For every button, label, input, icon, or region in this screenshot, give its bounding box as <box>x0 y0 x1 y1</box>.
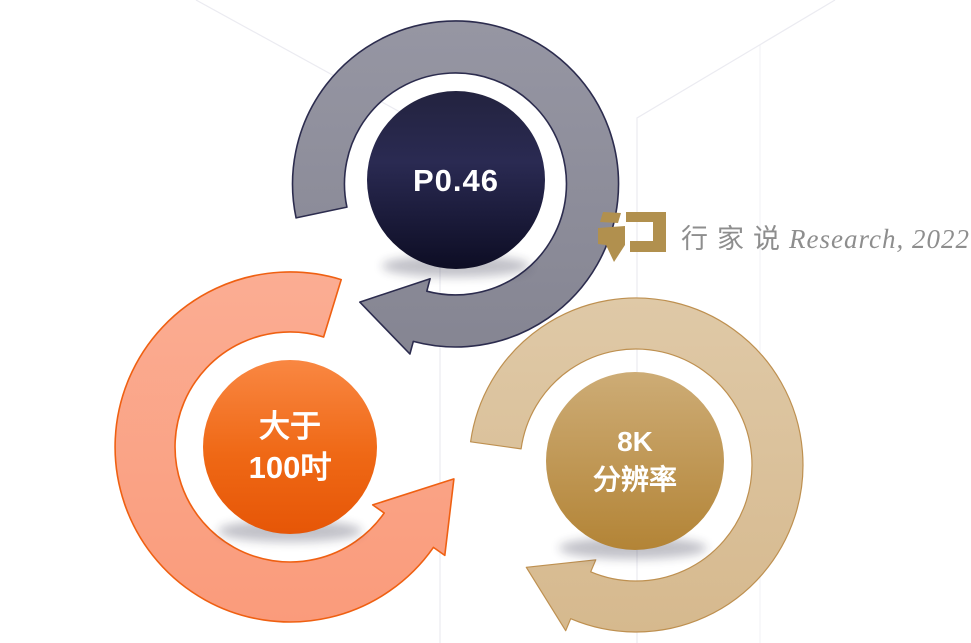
brand-text: 行家说Research, 2022 <box>681 217 970 256</box>
cycle-arrow-resolution <box>470 297 804 633</box>
hangjiashuo-logo-icon <box>598 212 666 262</box>
logo-bracket <box>626 212 666 252</box>
brand-text-latin: Research, 2022 <box>789 224 970 254</box>
node-circle-pitch <box>367 91 545 269</box>
cycle-arrow-pitch <box>291 20 620 355</box>
watermark: 行家说Research, 2022 <box>596 210 970 264</box>
brand-text-cjk: 行家说 <box>681 224 789 254</box>
logo-tail <box>598 226 625 262</box>
node-circle-screen-size <box>203 360 377 534</box>
node-circle-resolution <box>546 372 724 550</box>
cycle-arrow-screen-size <box>114 271 455 623</box>
logo-dot <box>600 212 621 223</box>
